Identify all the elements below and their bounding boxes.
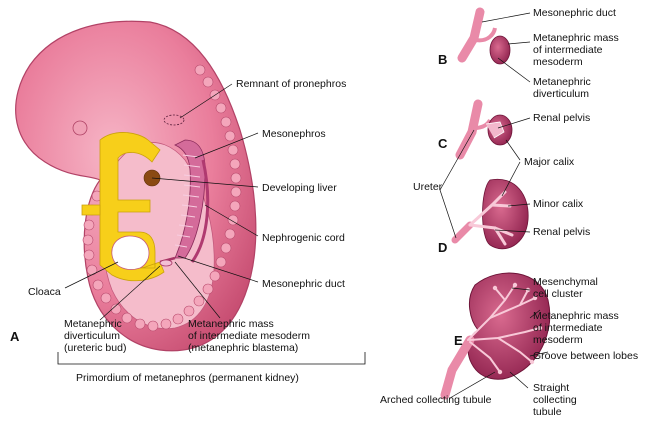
label-metanephric-mass-b: Metanephric mass of intermediate mesoder… xyxy=(533,32,619,68)
embryo-figure xyxy=(15,20,366,365)
label-straight-collecting-tubule: Straight collecting tubule xyxy=(533,382,577,418)
panel-label-a: A xyxy=(10,329,20,344)
label-metanephric-diverticulum-a: Metanephric diverticulum (ureteric bud) xyxy=(64,318,127,354)
pronephros-remnant xyxy=(163,114,185,126)
label-minor-calix: Minor calix xyxy=(533,198,584,210)
cloaca-shape xyxy=(111,235,150,270)
label-primordium: Primordium of metanephros (permanent kid… xyxy=(76,372,299,384)
label-groove-between-lobes: Groove between lobes xyxy=(533,350,639,362)
label-remnant-pronephros: Remnant of pronephros xyxy=(236,78,347,90)
metanephric-bud xyxy=(159,259,173,267)
mesonephric-tubules xyxy=(174,154,201,248)
panel-c-figure xyxy=(455,99,531,161)
label-nephrogenic-cord: Nephrogenic cord xyxy=(262,232,345,244)
panel-b-figure xyxy=(457,7,531,83)
panel-label-e: E xyxy=(454,333,463,348)
primordium-bracket xyxy=(57,352,366,365)
panel-label-c: C xyxy=(438,136,448,151)
label-developing-liver: Developing liver xyxy=(262,182,337,194)
label-metanephric-mass-e: Metanephric mass of intermediate mesoder… xyxy=(533,310,619,346)
label-renal-pelvis-d: Renal pelvis xyxy=(533,226,591,238)
label-metanephric-diverticulum-b: Metanephric diverticulum xyxy=(533,76,591,100)
label-cloaca: Cloaca xyxy=(28,286,61,298)
panel-label-d: D xyxy=(438,240,448,255)
leader-lines-a xyxy=(64,83,259,321)
label-mesonephric-duct-a: Mesonephric duct xyxy=(262,278,345,290)
nephrogenic-cord xyxy=(190,159,210,263)
label-mesonephric-duct-b: Mesonephric duct xyxy=(533,7,616,19)
label-major-calix: Major calix xyxy=(524,156,575,168)
panel-label-b: B xyxy=(438,52,448,67)
panel-e-figure xyxy=(440,272,551,400)
otic-vesicle xyxy=(72,120,88,136)
embryo-inner xyxy=(102,142,215,330)
label-mesenchymal-cluster: Mesenchymal cell cluster xyxy=(533,276,598,300)
allantois xyxy=(81,204,101,216)
label-mesonephros: Mesonephros xyxy=(262,128,326,140)
label-ureter: Ureter xyxy=(413,181,443,193)
label-renal-pelvis-c: Renal pelvis xyxy=(533,112,591,124)
label-arched-collecting-tubule: Arched collecting tubule xyxy=(380,394,492,406)
label-metanephric-mass-a: Metanephric mass of intermediate mesoder… xyxy=(188,318,310,354)
panel-d-figure xyxy=(439,129,531,250)
